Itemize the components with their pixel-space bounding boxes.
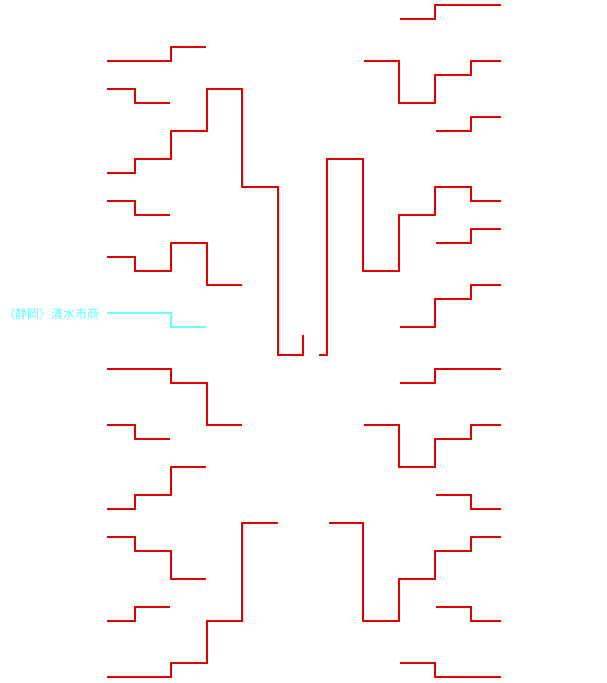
bracket-line bbox=[107, 536, 206, 580]
bracket-lines-left bbox=[107, 46, 304, 678]
bracket-line bbox=[107, 200, 170, 216]
bracket-line bbox=[400, 662, 501, 678]
bracket-line bbox=[436, 116, 501, 132]
bracket-line bbox=[364, 60, 501, 104]
bracket-line bbox=[400, 368, 501, 384]
bracket-line bbox=[319, 158, 501, 356]
highlighted-team-line bbox=[107, 312, 206, 328]
bracket-line bbox=[107, 606, 170, 622]
bracket-line bbox=[107, 466, 206, 510]
bracket-line bbox=[107, 46, 206, 62]
highlighted-team-label[interactable]: （静岡）清水市商 bbox=[3, 307, 100, 321]
bracket-line bbox=[364, 424, 501, 468]
bracket-line bbox=[400, 4, 501, 20]
bracket-line bbox=[107, 88, 304, 356]
bracket-line bbox=[400, 284, 501, 328]
bracket-line bbox=[107, 242, 242, 286]
bracket-line bbox=[107, 368, 242, 426]
bracket-line bbox=[436, 606, 501, 622]
bracket-line bbox=[107, 88, 170, 104]
bracket-line bbox=[107, 522, 278, 678]
bracket-line bbox=[436, 228, 501, 244]
bracket-line bbox=[436, 494, 501, 510]
bracket-lines-right bbox=[319, 4, 501, 678]
bracket-line bbox=[107, 424, 170, 440]
bracket-line bbox=[329, 522, 501, 622]
